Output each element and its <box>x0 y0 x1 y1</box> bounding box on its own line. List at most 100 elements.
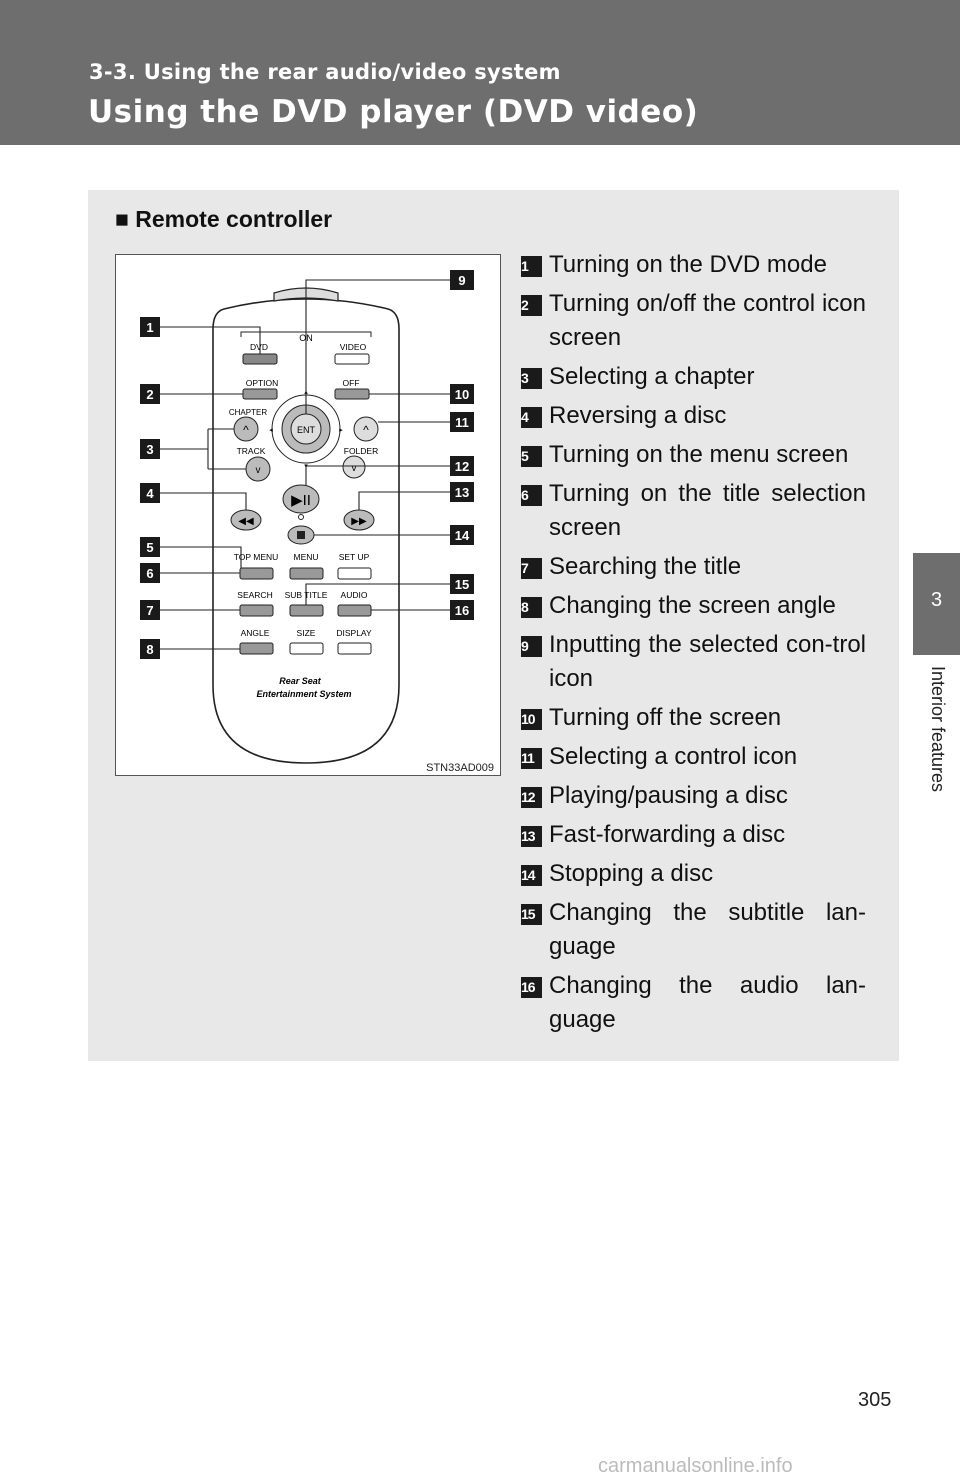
folder-up-button <box>353 416 379 442</box>
arrow-left-icon: ◂ <box>269 427 273 434</box>
figure-code: STN33AD009 <box>426 762 494 774</box>
item-number: 5 <box>521 446 542 467</box>
svg-text:15: 15 <box>455 577 469 592</box>
svg-text:1: 1 <box>146 320 153 335</box>
item-number: 11 <box>521 748 542 769</box>
callout-badges: 1 2 3 4 5 6 7 8 9 10 11 12 13 14 15 16 <box>140 270 474 659</box>
item-text: Turning on the DVD mode <box>549 251 827 278</box>
svg-text:14: 14 <box>455 528 470 543</box>
off-button <box>334 388 370 400</box>
item-text: Fast-forwarding a disc <box>549 821 786 848</box>
chapter-side-label-text: Interior features <box>928 666 948 793</box>
fast-forward-icon: ▶▶ <box>351 516 367 527</box>
stop-icon <box>297 531 305 539</box>
list-item: 9 Inputting the selected con-trol icon <box>519 628 866 696</box>
item-number: 7 <box>521 558 542 579</box>
svg-text:12: 12 <box>455 459 469 474</box>
chevron-down-icon: v <box>256 465 261 476</box>
watermark: carmanualsonline.info <box>598 1455 793 1477</box>
item-text: Turning off the screen <box>549 704 782 731</box>
item-number: 12 <box>521 787 542 808</box>
item-text: Changing the screen angle <box>549 592 836 619</box>
audio-label: AUDIO <box>341 590 368 600</box>
folder-down-button <box>342 455 366 479</box>
panel-heading: ■ Remote controller <box>115 206 333 232</box>
remote-illustration: ON DVD VIDEO OPTION OFF ENT ▴ ▾ ◂ ▸ CHAP… <box>140 270 494 774</box>
item-text: Playing/pausing a disc <box>549 782 788 809</box>
item-text: Changing the subtitle lan-guage <box>549 899 866 960</box>
item-text: Changing the audio lan-guage <box>549 972 866 1033</box>
list-item: 13 Fast-forwarding a disc <box>519 818 866 852</box>
size-button <box>289 642 324 655</box>
svg-text:13: 13 <box>455 485 469 500</box>
item-text: Reversing a disc <box>549 402 727 429</box>
item-text: Stopping a disc <box>549 860 714 887</box>
play-pause-button <box>282 484 320 514</box>
item-number: 10 <box>521 709 542 730</box>
item-number: 16 <box>521 977 542 998</box>
svg-text:2: 2 <box>146 387 153 402</box>
search-button <box>239 604 274 617</box>
svg-text:16: 16 <box>455 603 469 618</box>
display-label: DISPLAY <box>336 628 372 638</box>
off-label: OFF <box>343 378 360 388</box>
svg-text:9: 9 <box>458 273 465 288</box>
section-title: 3-3. Using the rear audio/video system <box>89 60 561 84</box>
video-button <box>334 353 370 365</box>
item-number: 8 <box>521 597 542 618</box>
ent-label: ENT <box>297 425 316 435</box>
item-text: Turning on the menu screen <box>549 441 849 468</box>
item-number: 13 <box>521 826 542 847</box>
item-number: 3 <box>521 368 542 389</box>
video-label: VIDEO <box>340 342 367 352</box>
top-menu-label: TOP MENU <box>234 552 279 562</box>
item-number: 9 <box>521 636 542 657</box>
arrow-right-icon: ▸ <box>339 427 343 434</box>
angle-button <box>239 642 274 655</box>
search-label: SEARCH <box>237 590 272 600</box>
dvd-label: DVD <box>250 342 268 352</box>
set-up-button <box>337 567 372 580</box>
play-dot <box>298 514 304 520</box>
play-pause-icon: ▶II <box>291 492 311 509</box>
menu-button <box>289 567 324 580</box>
chevron-up-icon: ^ <box>363 423 369 437</box>
item-text: Inputting the selected con-trol icon <box>549 631 866 692</box>
item-number: 4 <box>521 407 542 428</box>
chapter-tab <box>913 553 960 655</box>
list-item: 1 Turning on the DVD mode <box>519 248 866 282</box>
svg-text:5: 5 <box>146 540 153 555</box>
angle-label: ANGLE <box>241 628 270 638</box>
display-button <box>337 642 372 655</box>
brand-line1: Rear Seat <box>279 676 322 686</box>
leader-lines <box>160 279 450 650</box>
chapter-side-label: Interior features <box>918 666 948 866</box>
folder-label: FOLDER <box>344 446 378 456</box>
svg-text:4: 4 <box>146 486 154 501</box>
audio-button <box>337 604 372 617</box>
sub-title-button <box>289 604 324 617</box>
list-item: 5 Turning on the menu screen <box>519 438 866 472</box>
list-item: 12 Playing/pausing a disc <box>519 779 866 813</box>
item-number: 1 <box>521 256 542 277</box>
size-label: SIZE <box>297 628 316 638</box>
chapter-label: CHAPTER <box>229 408 267 417</box>
item-text: Turning on/off the control icon screen <box>549 290 866 351</box>
item-text: Turning on the title selection screen <box>549 480 866 541</box>
dvd-button <box>242 353 278 365</box>
menu-label: MENU <box>293 552 318 562</box>
svg-text:3: 3 <box>146 442 153 457</box>
list-item: 7 Searching the title <box>519 550 866 584</box>
item-text: Searching the title <box>549 553 742 580</box>
svg-text:8: 8 <box>146 642 153 657</box>
header-bar <box>0 0 960 145</box>
list-item: 10 Turning off the screen <box>519 701 866 735</box>
chapter-tab-number: 3 <box>930 589 943 611</box>
svg-text:7: 7 <box>146 603 153 618</box>
track-label: TRACK <box>237 446 266 456</box>
